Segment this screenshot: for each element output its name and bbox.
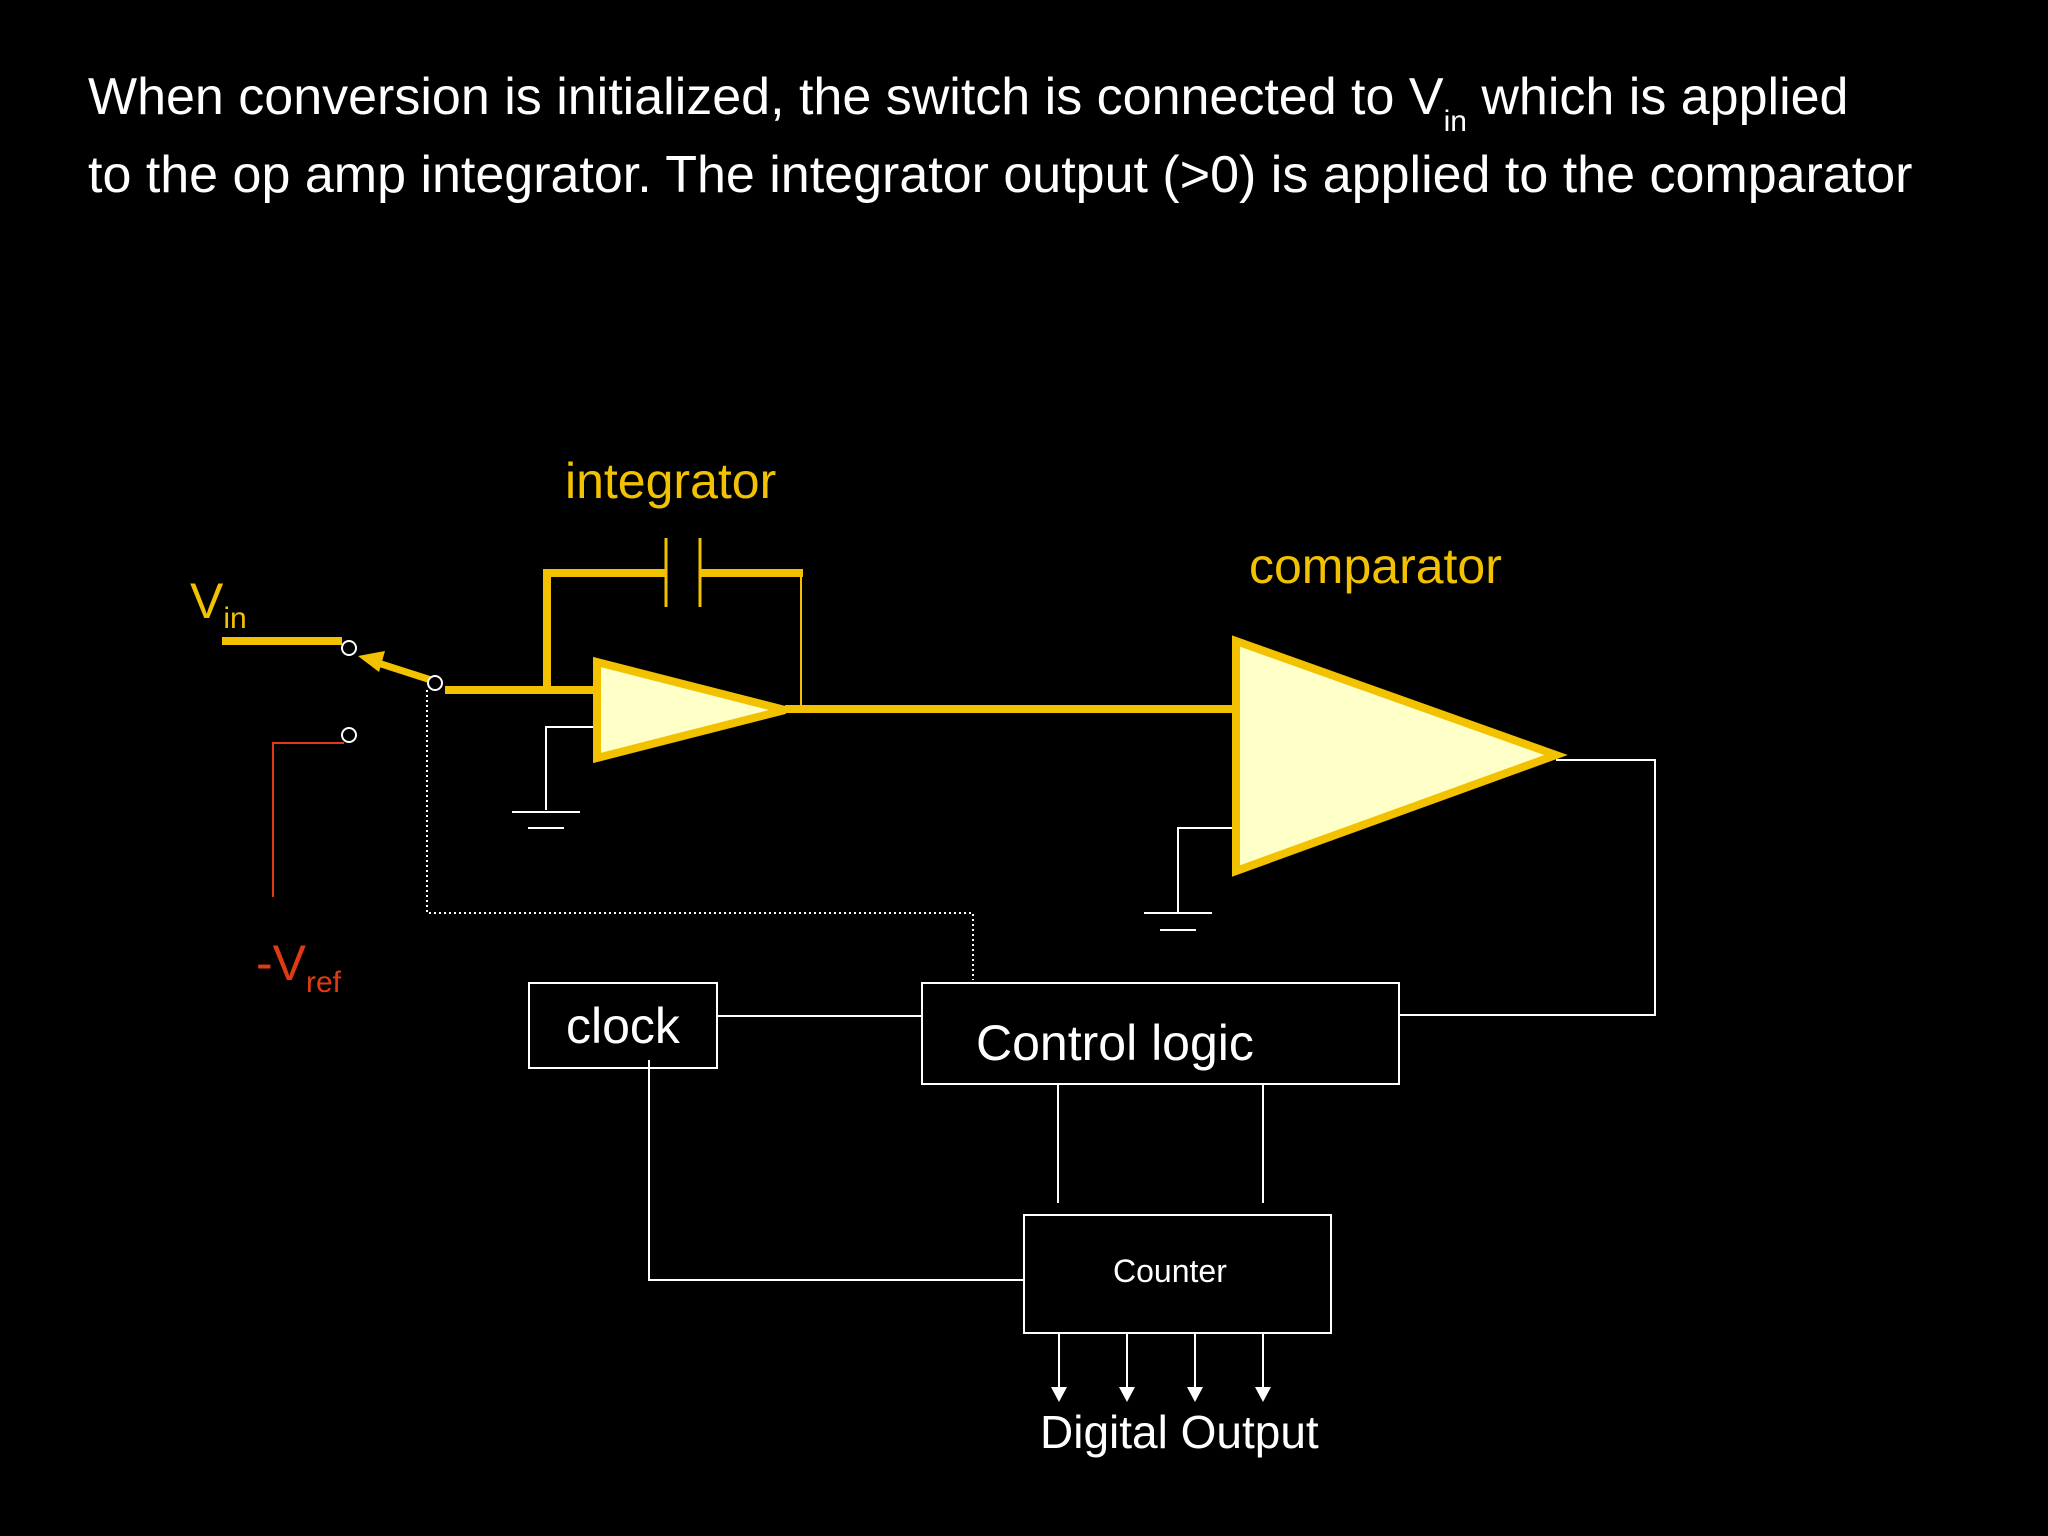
caption-line-1: When conversion is initialized, the swit… (88, 62, 2028, 140)
integrator-feedback-wire (543, 569, 665, 690)
output-bit-arrow-1-icon (1051, 1387, 1067, 1402)
output-bit-arrow-2-icon (1119, 1387, 1135, 1402)
switch-arrow-icon (358, 651, 385, 672)
switch-control-line (426, 690, 974, 980)
switch-contact-vref (341, 727, 357, 743)
vin-label: Vin (190, 573, 247, 635)
integrator-label: integrator (565, 453, 776, 509)
counter-label: Counter (1113, 1253, 1227, 1289)
comparator-output-wire (1399, 759, 1656, 1016)
control-logic-block (921, 982, 1400, 1085)
digital-output-label: Digital Output (1040, 1406, 1319, 1458)
output-bit-arrow-3-icon (1187, 1387, 1203, 1402)
clock-block (528, 982, 718, 1069)
caption-line-1-text: When conversion is initialized, the swit… (88, 68, 1444, 126)
clock-to-counter-wire (648, 1060, 1024, 1281)
clock-label: clock (566, 998, 681, 1054)
integrator-ground-wire (545, 726, 597, 810)
slide-caption: When conversion is initialized, the swit… (88, 62, 2028, 211)
switch-arm (373, 658, 433, 684)
integrator-op-amp (593, 656, 786, 764)
caption-line-1-end: which is applied (1466, 68, 1849, 126)
vref-wire (272, 742, 344, 897)
comparator-label: comparator (1249, 538, 1502, 594)
caption-vin-subscript: in (1443, 105, 1467, 138)
caption-line-2: to the op amp integrator. The integrator… (88, 146, 1913, 204)
output-bit-arrow-4-icon (1255, 1387, 1271, 1402)
control-logic-label: Control logic (976, 1015, 1254, 1071)
vref-label: -Vref (256, 935, 342, 999)
comparator-ground-wire (1177, 827, 1235, 912)
switch-pivot (427, 675, 443, 691)
switch-contact-vin (341, 640, 357, 656)
comparator-op-amp (1232, 635, 1568, 877)
counter-block (1023, 1214, 1332, 1334)
